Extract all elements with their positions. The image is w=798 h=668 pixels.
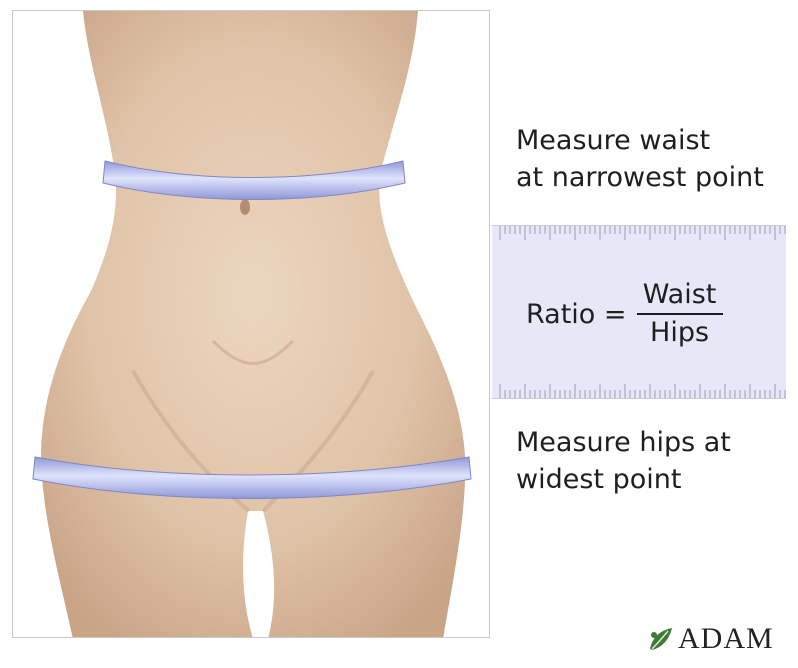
torso-drawing	[13, 11, 490, 638]
adam-logo: ADAM	[646, 622, 774, 656]
navel	[240, 199, 250, 215]
adam-logo-text: ADAM	[678, 622, 774, 656]
ruler-ticks-bottom	[492, 380, 786, 398]
fraction-denominator: Hips	[650, 315, 709, 349]
ratio-fraction: Waist Hips	[637, 279, 723, 349]
ruler-ticks-top	[492, 226, 786, 244]
leaf-icon	[646, 625, 676, 653]
torso-illustration	[12, 10, 490, 638]
ratio-ruler-card: Ratio = Waist Hips	[492, 225, 786, 399]
hips-caption: Measure hips at widest point	[516, 424, 731, 498]
waist-caption-line-2: at narrowest point	[516, 159, 764, 196]
waist-caption: Measure waist at narrowest point	[516, 122, 764, 196]
hips-caption-line-2: widest point	[516, 461, 731, 498]
ratio-formula: Ratio = Waist Hips	[526, 274, 723, 354]
waist-caption-line-1: Measure waist	[516, 122, 764, 159]
hips-caption-line-1: Measure hips at	[516, 424, 731, 461]
fraction-numerator: Waist	[639, 279, 721, 313]
ratio-label: Ratio =	[526, 299, 627, 330]
